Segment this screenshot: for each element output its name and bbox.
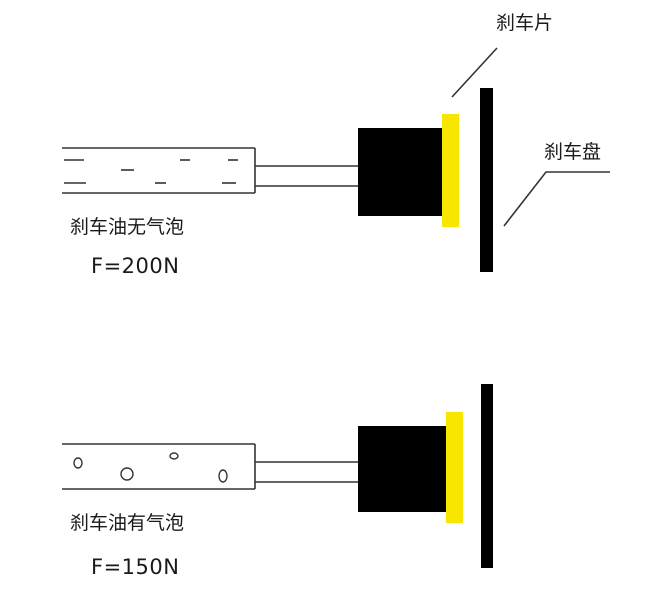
bottom-air-bubbles xyxy=(73,452,228,483)
disc-leader-line xyxy=(503,171,610,227)
top-rod xyxy=(255,165,358,187)
top-fluid-dashes xyxy=(64,159,238,184)
air-bubble xyxy=(218,469,228,483)
top-assembly xyxy=(62,47,610,272)
top-brake-disc xyxy=(480,88,493,272)
air-bubble xyxy=(120,467,134,481)
top-caption: 刹车油无气泡 xyxy=(70,216,185,238)
bottom-force: F=150N xyxy=(91,555,180,579)
bottom-rod xyxy=(255,461,358,483)
brake-disc-label: 刹车盘 xyxy=(544,141,602,163)
bottom-brake-disc xyxy=(481,384,493,568)
bottom-brake-pad xyxy=(446,412,463,523)
top-hose xyxy=(62,147,256,194)
brake-pad-label: 刹车片 xyxy=(496,12,554,34)
top-brake-pad xyxy=(442,114,459,227)
bottom-assembly xyxy=(62,384,493,568)
top-caliper xyxy=(358,128,442,216)
air-bubble xyxy=(169,452,179,460)
bottom-caliper xyxy=(358,426,446,512)
bottom-caption: 刹车油有气泡 xyxy=(70,512,185,534)
top-force: F=200N xyxy=(91,254,180,278)
air-bubble xyxy=(73,457,83,469)
pad-leader-line xyxy=(451,47,498,98)
bottom-hose xyxy=(62,443,256,490)
